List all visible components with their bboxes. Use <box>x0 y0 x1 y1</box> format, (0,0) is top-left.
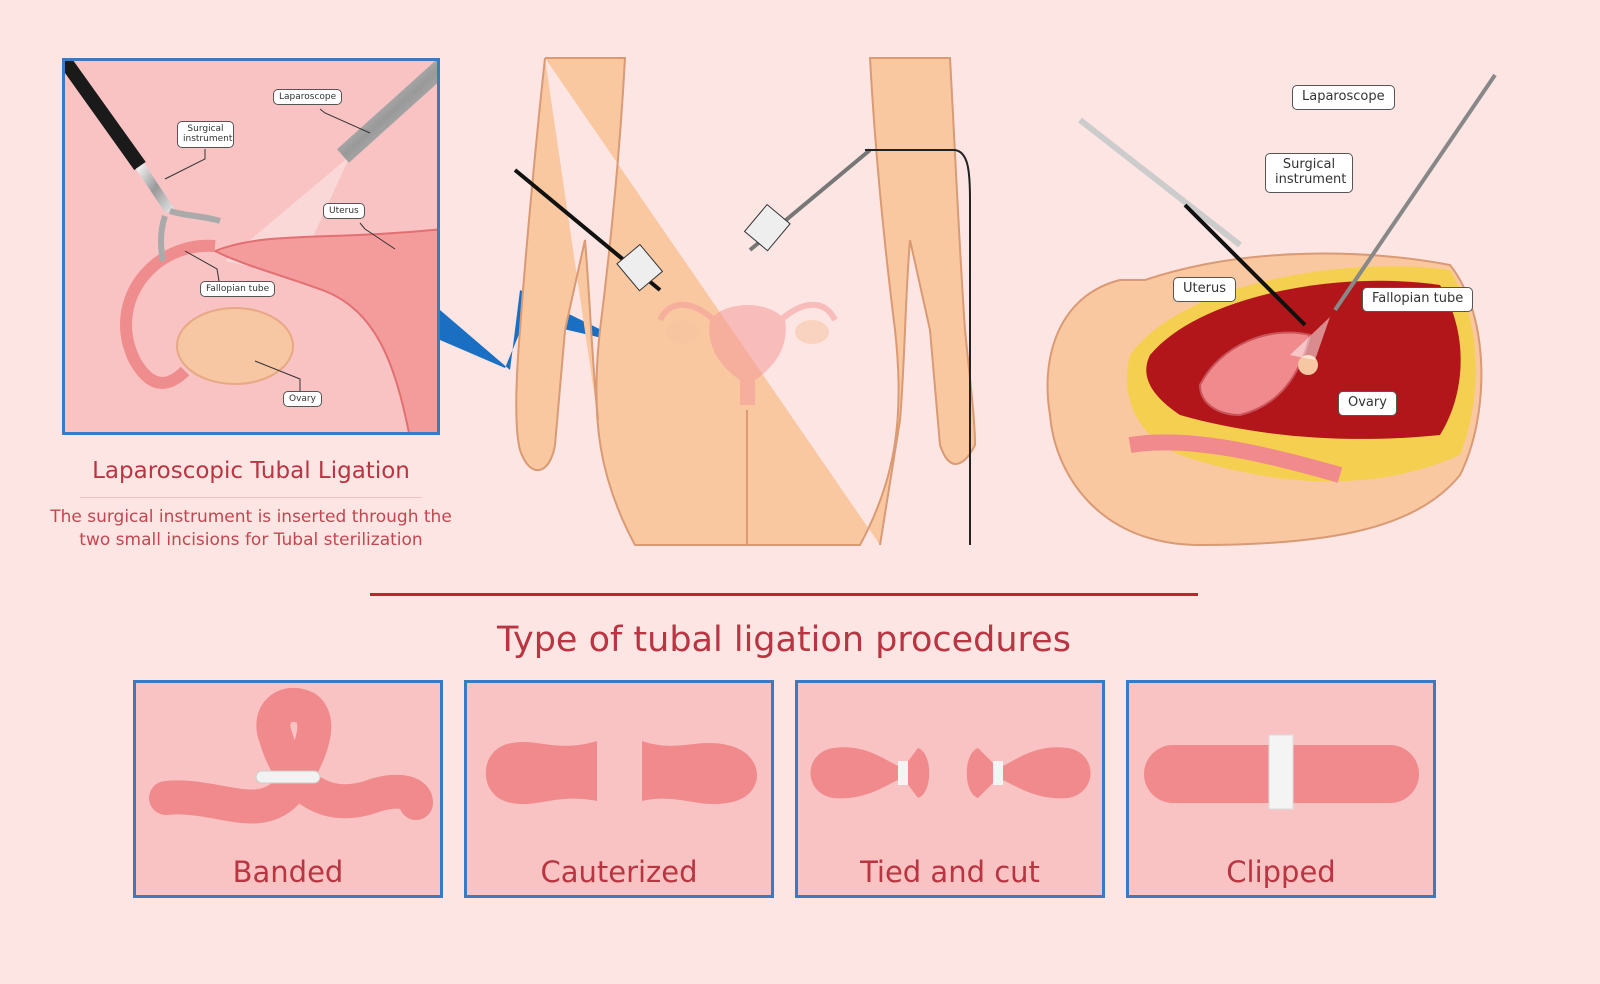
laparoscope-body <box>748 148 872 252</box>
clipped-tube-icon <box>1144 734 1419 810</box>
procedure-label: Banded <box>232 855 344 889</box>
callout-ovary: Ovary <box>1338 391 1397 416</box>
procedures-heading: Type of tubal ligation procedures <box>497 620 1071 660</box>
procedure-card-cauterized: Cauterized <box>464 680 774 898</box>
callout-fallopian-tube: Fallopian tube <box>1362 287 1474 312</box>
callout-uterus: Uterus <box>323 203 365 220</box>
laparoscope-cable <box>865 149 971 545</box>
procedure-label: Cauterized <box>540 855 698 889</box>
ovary-shape <box>1298 355 1318 375</box>
procedure-card-tied-and-cut: Tied and cut <box>795 680 1105 898</box>
rectum-shape <box>1128 434 1343 483</box>
title-divider <box>80 497 422 498</box>
procedure-label: Tied and cut <box>860 855 1040 889</box>
section-divider <box>370 593 1198 596</box>
procedure-label: Clipped <box>1226 855 1336 889</box>
description-line-1: The surgical instrument is inserted thro… <box>50 507 452 527</box>
laparoscope-shaft <box>1333 73 1497 312</box>
procedure-card-banded: Banded <box>133 680 443 898</box>
tied-and-cut-tube-icon <box>810 747 1091 799</box>
left-arm-shape <box>515 57 599 471</box>
torso-shape <box>545 57 977 546</box>
fallopian-tube-shape <box>120 239 216 389</box>
callout-laparoscope: Laparoscope <box>1292 85 1395 110</box>
closeup-illustration <box>65 61 437 432</box>
callout-laparoscope: Laparoscope <box>273 89 343 106</box>
ovary-shape <box>176 307 294 385</box>
uterus-shape <box>212 228 437 432</box>
callout-ovary: Ovary <box>283 391 322 408</box>
cauterized-tube-icon <box>485 741 757 805</box>
left-panel-description: The surgical instrument is inserted thro… <box>40 506 462 552</box>
callout-fallopian-tube: Fallopian tube <box>200 281 276 298</box>
trocar-right <box>743 203 791 252</box>
surgical-instrument-handle <box>1078 117 1242 248</box>
trocar-left <box>616 243 664 292</box>
uterus-shape <box>1198 331 1312 417</box>
instrument-shaft <box>65 61 146 171</box>
instrument-shaft-body <box>513 168 662 292</box>
uterus-overlay <box>657 301 838 405</box>
callout-surgical-instrument: Surgical instrument <box>1265 153 1353 193</box>
grasper-jaws <box>157 208 221 262</box>
callout-uterus: Uterus <box>1173 277 1236 302</box>
banded-tube-icon <box>149 687 433 824</box>
description-line-2: two small incisions for Tubal sterilizat… <box>79 530 423 550</box>
procedure-card-clipped: Clipped <box>1126 680 1436 898</box>
sagittal-view: Laparoscope Surgical instrument Uterus F… <box>1040 55 1520 555</box>
closeup-illustration-panel: Laparoscope Surgical instrument Uterus F… <box>62 58 440 435</box>
left-panel-title: Laparoscopic Tubal Ligation <box>92 458 410 484</box>
laparoscope-tube <box>336 61 437 163</box>
callout-surgical-instrument: Surgical instrument <box>177 121 234 148</box>
